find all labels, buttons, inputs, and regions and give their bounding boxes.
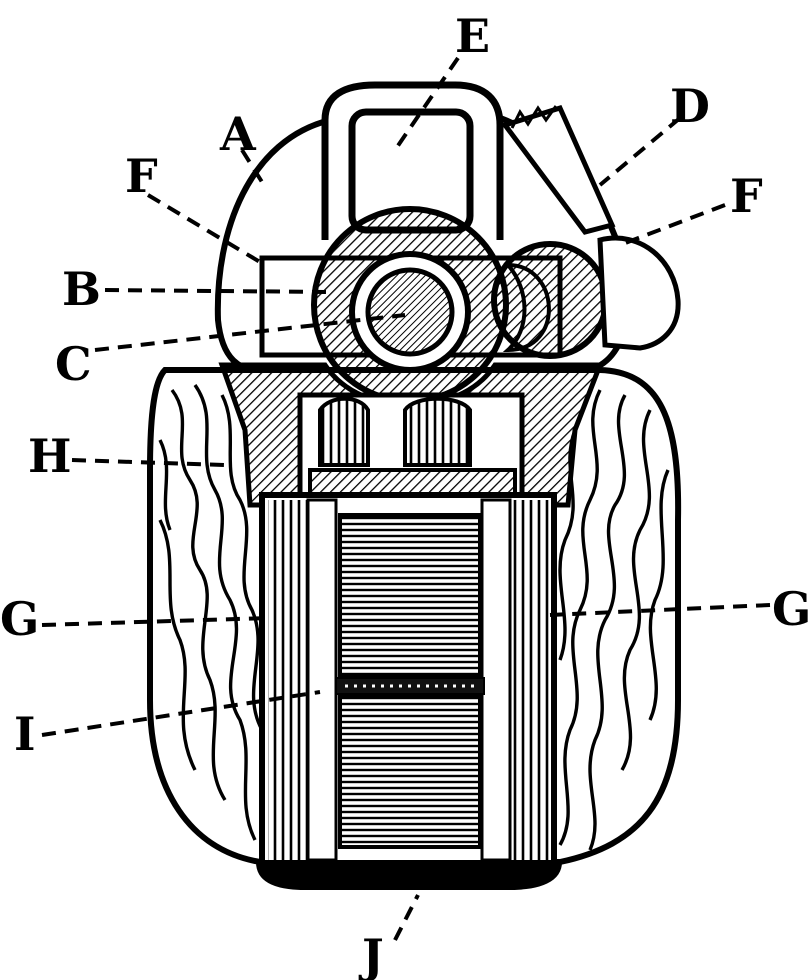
shaft-C bbox=[365, 267, 455, 357]
barrel-wall-left bbox=[268, 500, 308, 860]
label-D: D bbox=[670, 79, 710, 133]
label-J: J bbox=[358, 929, 384, 980]
label-A: A bbox=[219, 107, 257, 161]
label-C: C bbox=[55, 337, 92, 391]
barrel-stripe-right bbox=[480, 498, 512, 862]
label-B: B bbox=[62, 262, 101, 316]
cap-teeth bbox=[318, 396, 472, 467]
coil-upper bbox=[338, 513, 482, 677]
label-F-right: F bbox=[730, 169, 763, 223]
label-G-right: G bbox=[772, 582, 811, 636]
leader-lines bbox=[41, 56, 771, 941]
label-G-left: G bbox=[0, 592, 39, 646]
lever-teeth bbox=[510, 105, 558, 129]
coil-lower bbox=[338, 695, 482, 849]
lever-D bbox=[500, 104, 616, 235]
right-arm bbox=[597, 235, 681, 351]
barrel-wall-right bbox=[510, 500, 550, 860]
label-I: I bbox=[14, 707, 36, 761]
label-E: E bbox=[455, 9, 490, 63]
right-roller bbox=[491, 241, 609, 359]
label-F-left: F bbox=[125, 149, 158, 203]
base-plate-J bbox=[255, 860, 563, 890]
barrel-stripe-left bbox=[306, 498, 338, 862]
label-H: H bbox=[28, 429, 71, 483]
